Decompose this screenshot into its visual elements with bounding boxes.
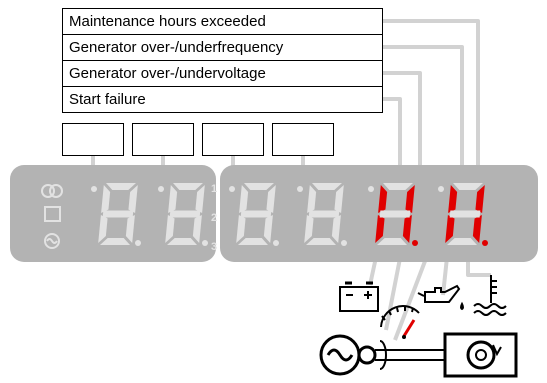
leader-start-failure — [383, 97, 402, 190]
empty-label-box-4 — [272, 123, 334, 156]
empty-label-box-1 — [62, 123, 124, 156]
digit-3-decimal-point — [273, 240, 279, 246]
digit-5-segment-e — [375, 215, 385, 243]
leader-generator — [393, 247, 432, 341]
digit-3-segment-f — [239, 185, 249, 213]
digit-6-segment-d — [447, 238, 477, 245]
digit-2-segment-f — [168, 185, 178, 213]
digit-3-segment-d — [238, 238, 268, 245]
digit-3-indicator-dot — [229, 186, 235, 192]
square-icon — [44, 206, 61, 222]
row-number-3: 3 — [211, 241, 217, 253]
digit-5-segment-g — [379, 210, 411, 218]
digit-2-segment-d — [167, 238, 197, 245]
digit-3-segment-g — [240, 210, 272, 218]
digit-2-segment-c — [192, 215, 202, 243]
digit-1-segment-c — [125, 215, 135, 243]
digit-4-decimal-point — [341, 240, 347, 246]
digit-2-segment-a — [173, 183, 203, 190]
digit-6-segment-a — [453, 183, 483, 190]
digit-5-segment-a — [383, 183, 413, 190]
digit-6-segment-c — [472, 215, 482, 243]
digit-3-segment-e — [236, 215, 246, 243]
fault-label-start-failure: Start failure — [62, 86, 383, 113]
engine-rotation-icon — [443, 332, 518, 378]
digit-5-segment-b — [405, 185, 415, 213]
sine-wave-icon — [44, 233, 60, 249]
digit-1-segment-a — [106, 183, 136, 190]
digit-4-segment-d — [306, 238, 336, 245]
digit-1-indicator-dot — [91, 186, 97, 192]
digit-6-segment-g — [449, 210, 481, 218]
leader-voltage — [383, 71, 422, 190]
digit-4-segment-b — [334, 185, 344, 213]
fault-label-voltage: Generator over-/undervoltage — [62, 60, 383, 86]
digit-1-segment-g — [102, 210, 134, 218]
digit-2-segment-b — [195, 185, 205, 213]
digit-5-indicator-dot — [368, 186, 374, 192]
row-number-1: 1 — [211, 183, 217, 195]
fault-label-frequency: Generator over-/underfrequency — [62, 34, 383, 60]
digit-2-segment-g — [169, 210, 201, 218]
digit-6-decimal-point — [482, 240, 488, 246]
digit-3-segment-c — [263, 215, 273, 243]
digit-3-segment-b — [266, 185, 276, 213]
digit-6-segment-e — [445, 215, 455, 243]
leader-frequency — [383, 45, 464, 190]
digit-4-segment-f — [307, 185, 317, 213]
digit-5-decimal-point — [412, 240, 418, 246]
digit-3-segment-a — [244, 183, 274, 190]
digit-1-segment-d — [100, 238, 130, 245]
digit-6-segment-f — [448, 185, 458, 213]
digit-4-segment-c — [331, 215, 341, 243]
digit-2-segment-e — [165, 215, 175, 243]
digit-4-indicator-dot — [297, 186, 303, 192]
digit-5-segment-c — [402, 215, 412, 243]
digit-6-indicator-dot — [438, 186, 444, 192]
digit-4-segment-a — [312, 183, 342, 190]
digit-1-decimal-point — [135, 240, 141, 246]
oil-can-icon — [417, 284, 464, 311]
digit-1-segment-b — [128, 185, 138, 213]
fault-label-maintenance-hours: Maintenance hours exceeded — [62, 8, 383, 34]
battery-icon — [339, 281, 379, 312]
digit-4-segment-g — [308, 210, 340, 218]
digit-2-decimal-point — [202, 240, 208, 246]
coolant-temperature-icon — [473, 275, 507, 316]
speed-gauge-icon — [380, 305, 420, 339]
generator-icon — [319, 334, 387, 376]
digit-6-segment-b — [475, 185, 485, 213]
digit-5-segment-f — [378, 185, 388, 213]
digit-5-segment-d — [377, 238, 407, 245]
digit-2-indicator-dot — [158, 186, 164, 192]
digit-4-segment-e — [304, 215, 314, 243]
empty-label-box-2 — [132, 123, 194, 156]
leader-coolant — [466, 262, 491, 277]
digit-1-segment-e — [98, 215, 108, 243]
leader-maintenance-hours — [383, 19, 480, 190]
row-number-2: 2 — [211, 212, 217, 224]
dual-circle-icon — [41, 184, 63, 198]
empty-label-box-3 — [202, 123, 264, 156]
digit-1-segment-f — [101, 185, 111, 213]
seven-segment-digits — [91, 183, 488, 246]
drive-shaft — [375, 349, 445, 361]
